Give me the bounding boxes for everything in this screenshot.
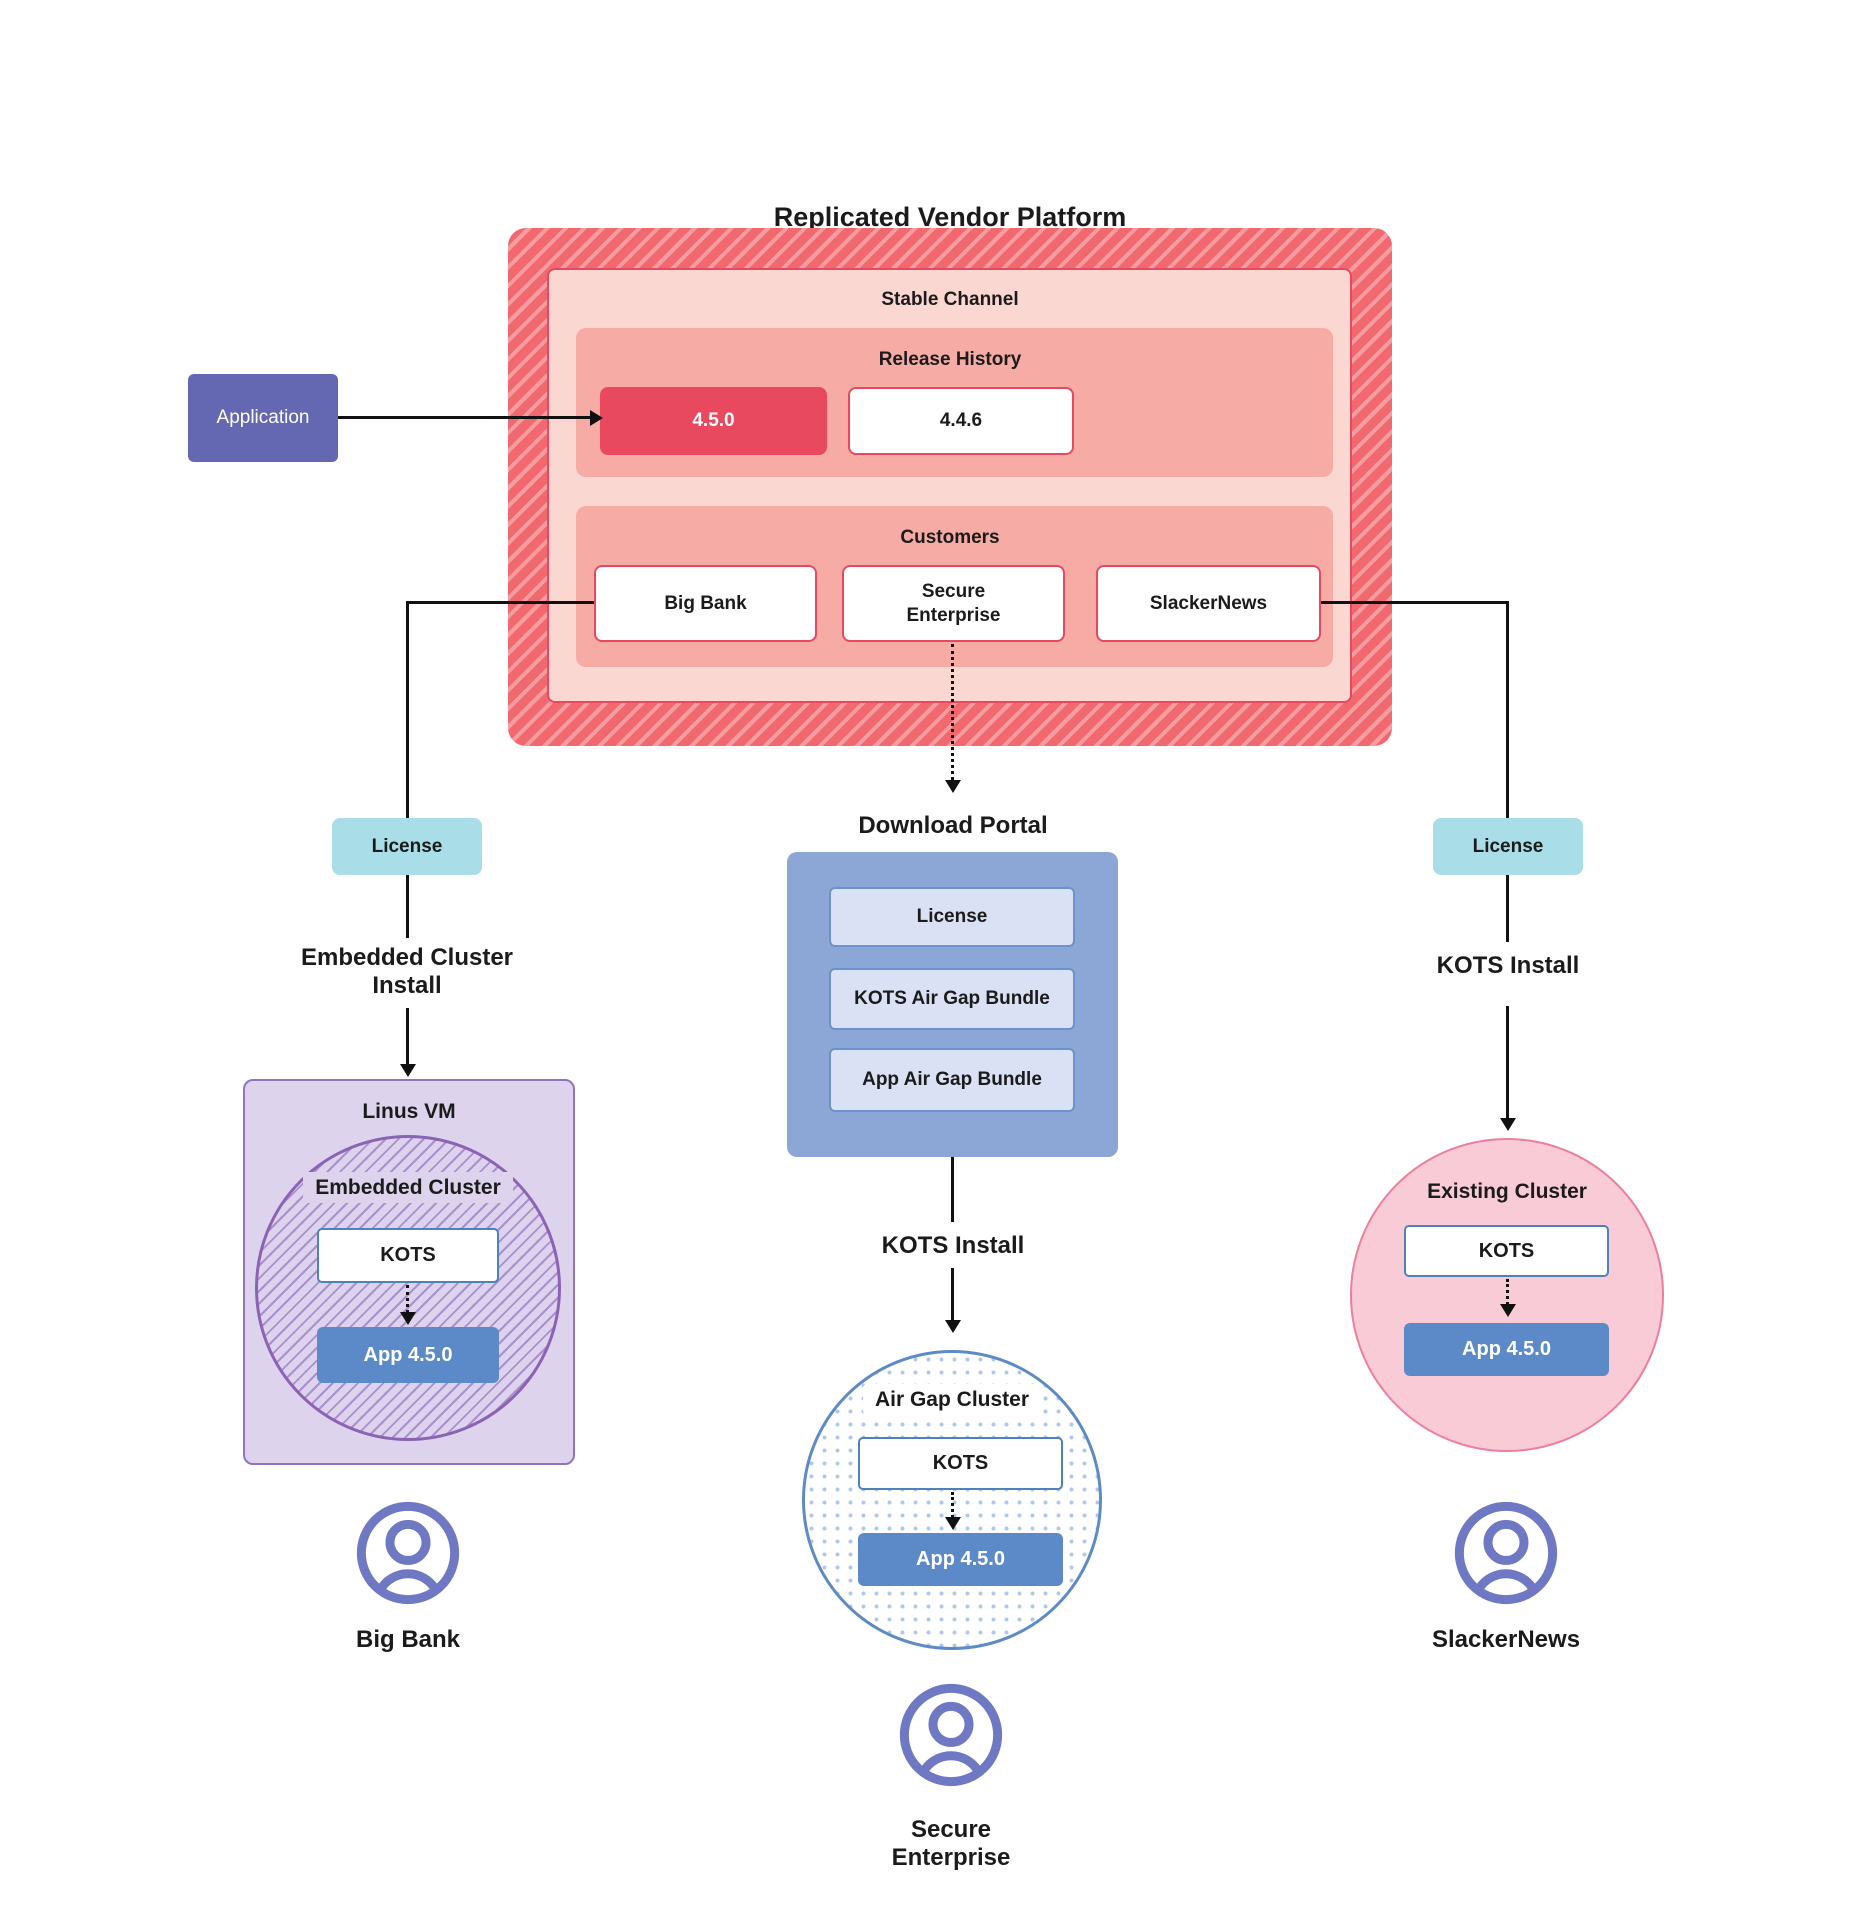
portal-item-kots-bundle-label: KOTS Air Gap Bundle: [854, 988, 1050, 1009]
kots-install-label-middle: KOTS Install: [881, 1232, 1025, 1259]
app-box-right-label: App 4.5.0: [1462, 1338, 1551, 1360]
portal-item-app-bundle-label: App Air Gap Bundle: [862, 1069, 1042, 1090]
arrowhead-secure-to-portal: [945, 780, 961, 793]
arrowhead-into-airgap: [945, 1320, 961, 1333]
connector-slackernews-vertical: [1506, 601, 1509, 818]
application-box: Application: [188, 374, 338, 462]
release-450-box: 4.5.0: [600, 387, 827, 455]
persona-label-secure-enterprise: Secure Enterprise: [891, 1816, 1011, 1871]
customers-label: Customers: [900, 527, 1000, 548]
app-box-middle-label: App 4.5.0: [916, 1548, 1005, 1570]
license-badge-left: License: [332, 818, 482, 875]
kots-box-left-label: KOTS: [380, 1244, 436, 1266]
dotted-secure-to-portal: [951, 644, 954, 780]
air-gap-cluster-label: Air Gap Cluster: [862, 1384, 1042, 1415]
arrowhead-kots-to-app-middle: [945, 1517, 961, 1530]
customer-slackernews-box: SlackerNews: [1096, 565, 1321, 642]
dotted-kots-to-app-right: [1506, 1279, 1509, 1305]
license-badge-right-label: License: [1472, 835, 1544, 857]
connector-install-right-down: [1506, 1006, 1509, 1119]
customer-big-bank-label: Big Bank: [664, 592, 747, 614]
air-gap-cluster-label-wrap: Air Gap Cluster: [802, 1384, 1102, 1415]
arrowhead-kots-to-app-right: [1500, 1304, 1516, 1317]
connector-install-middle-down: [951, 1268, 954, 1321]
embedded-cluster-label: Embedded Cluster: [303, 1172, 513, 1203]
kots-box-middle: KOTS: [858, 1437, 1063, 1490]
connector-license-right-down: [1506, 875, 1509, 942]
connector-bigbank-horizontal: [406, 601, 594, 604]
embedded-cluster-install-label: Embedded Cluster Install: [300, 944, 514, 999]
customer-big-bank-box: Big Bank: [594, 565, 817, 642]
dotted-kots-to-app-left: [406, 1285, 409, 1313]
app-box-left: App 4.5.0: [317, 1327, 499, 1383]
release-446-label: 4.4.6: [939, 410, 983, 431]
portal-item-license: License: [829, 887, 1075, 947]
embedded-cluster-label-wrap: Embedded Cluster: [255, 1172, 561, 1203]
linus-vm-label: Linus VM: [362, 1100, 456, 1123]
release-history-label: Release History: [878, 349, 1022, 370]
arrowhead-application-to-release: [590, 410, 603, 426]
connector-install-left-down: [406, 1008, 409, 1065]
kots-install-label-right: KOTS Install: [1436, 952, 1580, 979]
application-label: Application: [216, 407, 310, 428]
persona-icon-secure-enterprise: [899, 1683, 1003, 1787]
release-446-box: 4.4.6: [848, 387, 1074, 455]
connector-bigbank-vertical: [406, 601, 409, 818]
arrowhead-kots-to-app-left: [400, 1312, 416, 1325]
connector-application-to-release: [338, 416, 591, 419]
release-450-label: 4.5.0: [692, 410, 735, 431]
license-badge-left-label: License: [371, 835, 443, 857]
app-box-right: App 4.5.0: [1404, 1323, 1609, 1376]
portal-item-app-bundle: App Air Gap Bundle: [829, 1048, 1075, 1112]
customer-secure-enterprise-label: Secure Enterprise: [906, 580, 1001, 626]
kots-box-right: KOTS: [1404, 1225, 1609, 1277]
arrowhead-into-linus-vm: [400, 1064, 416, 1077]
diagram-title: Replicated Vendor Platform: [773, 202, 1127, 232]
connector-slackernews-horizontal: [1321, 601, 1509, 604]
portal-item-kots-bundle: KOTS Air Gap Bundle: [829, 968, 1075, 1030]
connector-portal-down: [951, 1157, 954, 1222]
kots-box-right-label: KOTS: [1478, 1239, 1535, 1262]
kots-box-left: KOTS: [317, 1228, 499, 1283]
app-box-left-label: App 4.5.0: [363, 1343, 453, 1366]
customer-secure-enterprise-box: Secure Enterprise: [842, 565, 1065, 642]
stable-channel-label: Stable Channel: [881, 289, 1019, 310]
portal-item-license-label: License: [916, 906, 988, 927]
customer-slackernews-label: SlackerNews: [1149, 592, 1268, 614]
arrowhead-into-existing-cluster: [1500, 1118, 1516, 1131]
dotted-kots-to-app-middle: [951, 1492, 954, 1518]
app-box-middle: App 4.5.0: [858, 1533, 1063, 1586]
download-portal-label: Download Portal: [858, 812, 1048, 839]
license-badge-right: License: [1433, 818, 1583, 875]
persona-icon-big-bank: [356, 1501, 460, 1605]
persona-icon-slackernews: [1454, 1501, 1558, 1605]
existing-cluster-label: Existing Cluster: [1427, 1180, 1587, 1203]
persona-label-big-bank: Big Bank: [355, 1626, 460, 1653]
kots-box-middle-label: KOTS: [932, 1452, 989, 1474]
persona-label-slackernews: SlackerNews: [1431, 1626, 1581, 1653]
connector-license-left-down: [406, 875, 409, 938]
